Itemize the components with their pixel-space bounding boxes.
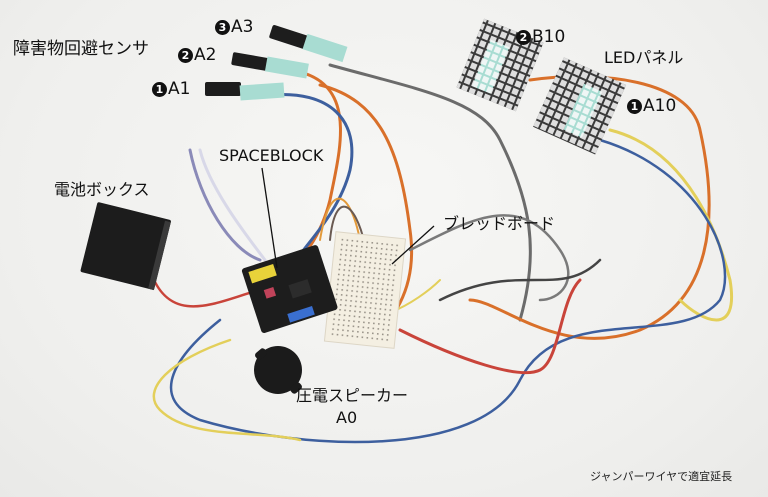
- obstacle-sensor-2: [231, 52, 309, 79]
- obstacle-sensor-1: [205, 82, 285, 101]
- wires: [148, 63, 733, 444]
- number-badge-icon: 1: [627, 99, 642, 114]
- breadboard-leader-line: [391, 225, 435, 265]
- piezo-speaker: [254, 346, 302, 394]
- spaceblock-label: SPACEBLOCK: [219, 146, 324, 165]
- footnote-label: ジャンパーワイヤで適宜延長: [590, 470, 733, 483]
- obstacle-sensor-3: [269, 24, 348, 63]
- battery-box-label: 電池ボックス: [54, 180, 150, 199]
- led-panel-1: [533, 57, 627, 155]
- breadboard-label: ブレッドボード: [443, 214, 556, 233]
- sensor-title-label: 障害物回避センサ: [13, 39, 149, 59]
- number-badge-icon: 1: [152, 82, 167, 97]
- number-badge-icon: 2: [516, 30, 531, 45]
- spaceblock-board: [241, 245, 338, 333]
- led-panel-title-label: LEDパネル: [604, 48, 684, 67]
- spaceblock-leader-line: [261, 167, 278, 269]
- speaker-title-label: 圧電スピーカー: [296, 386, 409, 405]
- breadboard: [323, 231, 407, 349]
- number-badge-icon: 2: [178, 48, 193, 63]
- battery-box: [80, 202, 171, 291]
- speaker-port-label: A0: [336, 408, 358, 427]
- number-badge-icon: 3: [215, 20, 230, 35]
